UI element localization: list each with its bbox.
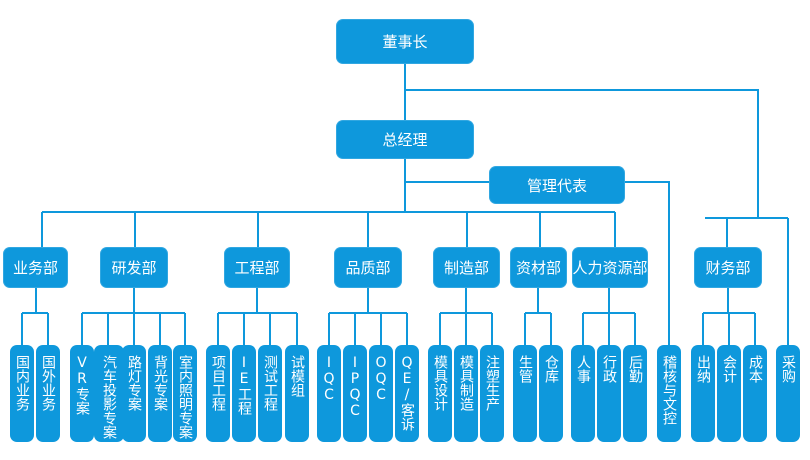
unit-purchasing: 采购	[776, 345, 800, 442]
unit-iqc: IQC	[317, 345, 341, 442]
unit-oqc: OQC	[369, 345, 393, 442]
unit-ie-engineering: IE工程	[232, 345, 256, 442]
unit-vr-project: VR专案	[70, 345, 94, 442]
unit-production-control: 生管	[513, 345, 537, 442]
unit-qe-complaint: QE/客诉	[395, 345, 419, 442]
dept-engineering: 工程部	[224, 247, 290, 288]
unit-overseas-sales: 国外业务	[36, 345, 60, 442]
unit-cost: 成本	[743, 345, 767, 442]
unit-test-engineering: 测试工程	[258, 345, 282, 442]
unit-mold-design: 模具设计	[428, 345, 452, 442]
unit-warehouse: 仓库	[539, 345, 563, 442]
dept-rnd: 研发部	[100, 247, 168, 288]
unit-indoor-lighting: 室内照明专案	[173, 345, 197, 442]
unit-logistics: 后勤	[623, 345, 647, 442]
unit-audit-document-control: 稽核与文控	[657, 345, 681, 442]
unit-domestic-sales: 国内业务	[10, 345, 34, 442]
unit-accounting: 会计	[717, 345, 741, 442]
dept-hr: 人力资源部	[572, 247, 648, 288]
unit-personnel: 人事	[571, 345, 595, 442]
unit-street-light: 路灯专案	[122, 345, 146, 442]
unit-backlight: 背光专案	[148, 345, 172, 442]
dept-business: 业务部	[3, 247, 68, 288]
dept-quality: 品质部	[334, 247, 402, 288]
management-representative-box: 管理代表	[489, 166, 625, 204]
dept-materials: 资材部	[510, 247, 567, 288]
unit-auto-projection: 汽车投影专案	[94, 345, 124, 442]
unit-project-engineering: 项目工程	[206, 345, 230, 442]
unit-ipqc: IPQC	[343, 345, 367, 442]
dept-manufacturing: 制造部	[433, 247, 500, 288]
unit-trial-mold: 试模组	[285, 345, 309, 442]
chairman-box: 董事长	[336, 19, 474, 64]
unit-injection-production: 注塑生产	[480, 345, 504, 442]
unit-administration: 行政	[597, 345, 621, 442]
dept-finance: 财务部	[694, 247, 762, 288]
unit-cashier: 出纳	[691, 345, 715, 442]
general-manager-box: 总经理	[336, 120, 474, 159]
unit-mold-making: 模具制造	[454, 345, 478, 442]
